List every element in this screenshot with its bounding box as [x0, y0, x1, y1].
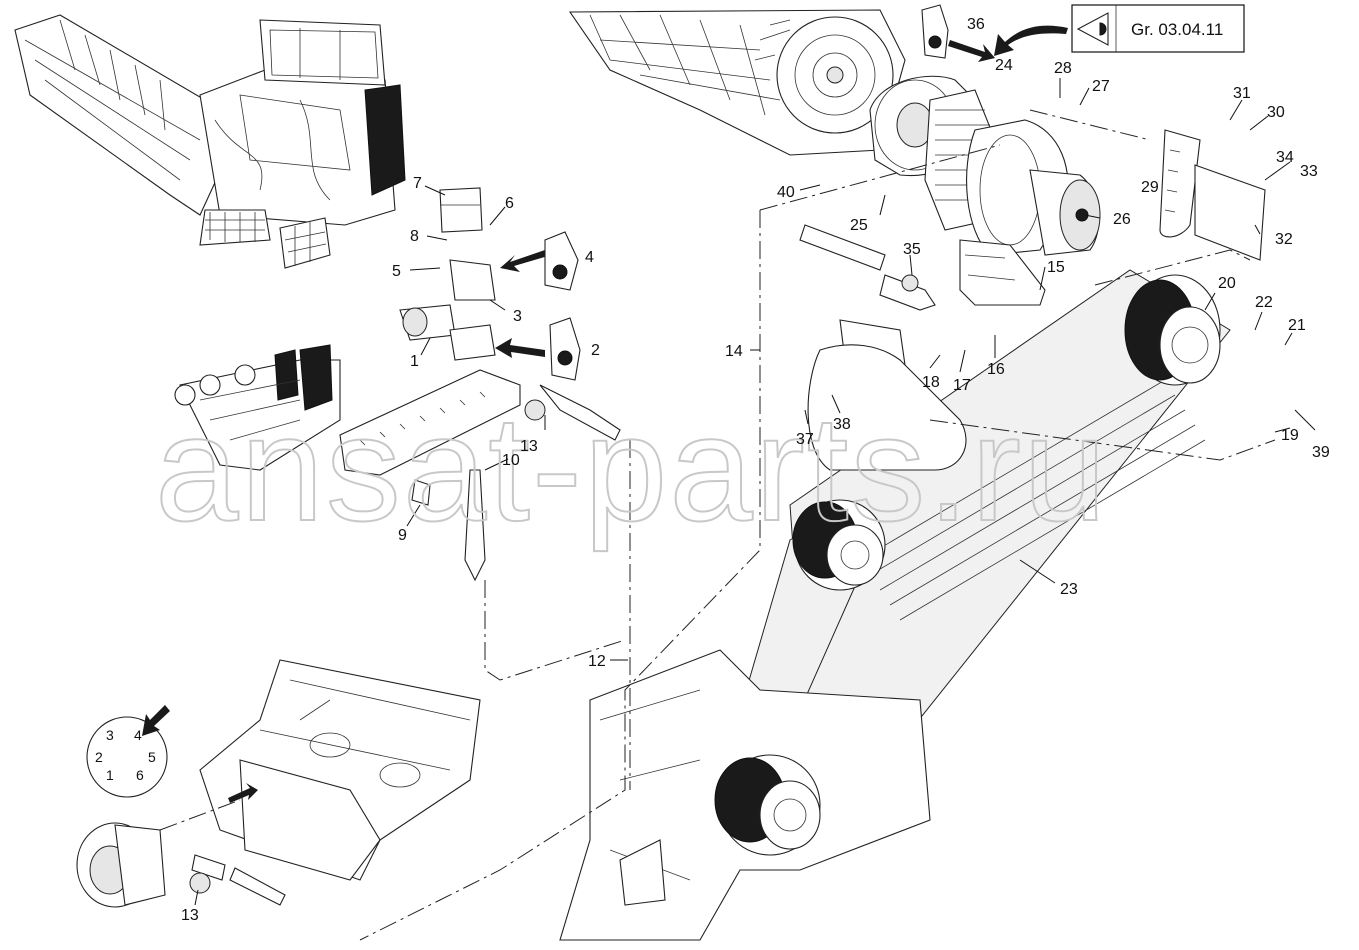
connector-pin: 2 [95, 749, 103, 765]
connector-pin: 4 [134, 727, 142, 743]
connector-pin: 5 [148, 749, 156, 765]
reference-arrow-icon [994, 25, 1068, 56]
arrows [142, 40, 995, 803]
callout-25[interactable]: 25 [850, 217, 868, 234]
callout-12[interactable]: 12 [588, 653, 606, 670]
callout-19[interactable]: 19 [1281, 427, 1299, 444]
callout-5[interactable]: 5 [392, 263, 401, 280]
arrow-2-icon [495, 338, 545, 358]
callout-37[interactable]: 37 [796, 431, 814, 448]
callout-16[interactable]: 16 [987, 361, 1005, 378]
eye-view-icon [1076, 12, 1109, 46]
callout-14[interactable]: 14 [725, 343, 743, 360]
callout-21[interactable]: 21 [1288, 317, 1306, 334]
valve-stack [174, 344, 341, 471]
callout-23[interactable]: 23 [1060, 581, 1078, 598]
callout-35[interactable]: 35 [903, 241, 921, 258]
watermark: ansat-parts.ru [155, 384, 1108, 552]
connector-pin: 6 [136, 767, 144, 783]
callout-13-lower[interactable]: 13 [181, 907, 199, 924]
arrow-4-icon [500, 250, 548, 272]
callout-26[interactable]: 26 [1113, 211, 1131, 228]
callout-labels: 1 2 3 4 5 6 7 8 9 10 12 13 13 14 15 16 1… [181, 16, 1330, 924]
connector-pin: 1 [106, 767, 114, 783]
callout-13-upper[interactable]: 13 [520, 438, 538, 455]
callout-9[interactable]: 9 [398, 527, 407, 544]
hydraulic-fitting-upper [799, 224, 936, 311]
engine-illustration [568, 9, 906, 156]
callout-3[interactable]: 3 [513, 308, 522, 325]
connector-pin: 3 [106, 727, 114, 743]
callout-18[interactable]: 18 [922, 374, 940, 391]
callout-10[interactable]: 10 [502, 452, 520, 469]
callout-22[interactable]: 22 [1255, 294, 1273, 311]
callout-15[interactable]: 15 [1047, 259, 1065, 276]
callout-7[interactable]: 7 [413, 175, 422, 192]
callout-20[interactable]: 20 [1218, 275, 1236, 292]
leader-lines [194, 78, 1316, 906]
detail-views [544, 4, 949, 381]
belt-guard-plates [1159, 129, 1266, 261]
machine-overview-illustration [14, 14, 406, 269]
callout-31[interactable]: 31 [1233, 85, 1251, 102]
callout-32[interactable]: 32 [1275, 231, 1293, 248]
belt-drive [559, 269, 1231, 941]
connector-pin-layout: 3 4 2 5 1 6 [86, 716, 168, 798]
callout-1[interactable]: 1 [410, 353, 419, 370]
reference-box[interactable]: Gr. 03.04.11 [1071, 4, 1245, 53]
callout-28[interactable]: 28 [1054, 60, 1072, 77]
callout-39[interactable]: 39 [1312, 444, 1330, 461]
valve-block-assembly [339, 187, 621, 582]
bracket [959, 239, 1046, 306]
callout-17[interactable]: 17 [953, 377, 971, 394]
arrow-connector-icon [142, 705, 170, 736]
callout-36[interactable]: 36 [967, 16, 985, 33]
callout-38[interactable]: 38 [833, 416, 851, 433]
callout-33[interactable]: 33 [1300, 163, 1318, 180]
callout-34[interactable]: 34 [1276, 149, 1294, 166]
gearbox-assembly [869, 75, 1101, 256]
arrow-36-icon [948, 40, 995, 62]
callout-24[interactable]: 24 [995, 57, 1013, 74]
callout-30[interactable]: 30 [1267, 104, 1285, 121]
callout-2[interactable]: 2 [591, 342, 600, 359]
hydraulic-motor [76, 822, 286, 908]
callout-27[interactable]: 27 [1092, 78, 1110, 95]
routing-lines [159, 109, 1276, 941]
control-box-housing [199, 659, 481, 881]
callout-29[interactable]: 29 [1141, 179, 1159, 196]
arrow-box-icon [228, 783, 258, 803]
callout-8[interactable]: 8 [410, 228, 419, 245]
callout-40[interactable]: 40 [777, 184, 795, 201]
callout-6[interactable]: 6 [505, 195, 514, 212]
reference-label: Gr. 03.04.11 [1131, 20, 1223, 39]
callout-4[interactable]: 4 [585, 249, 594, 266]
